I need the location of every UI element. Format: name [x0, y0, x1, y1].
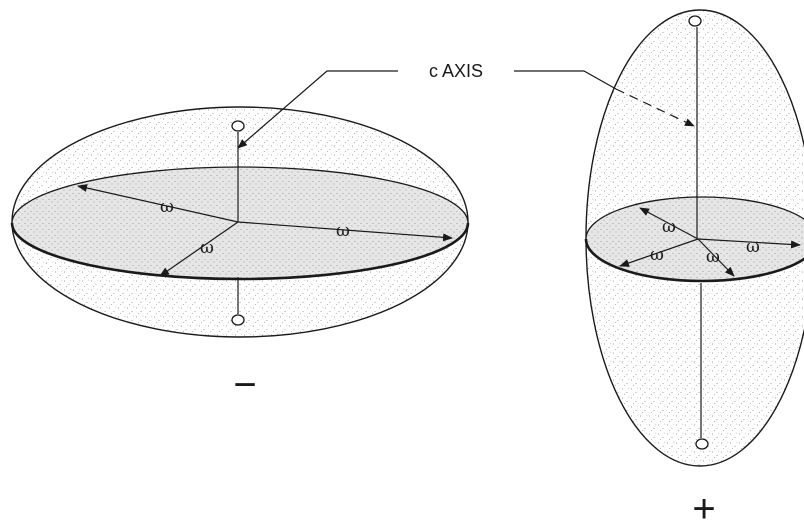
oblate-section-front-rim — [10, 222, 470, 281]
c-axis-label: c AXIS — [429, 61, 483, 81]
prolate-bottom-pole-marker — [695, 438, 709, 450]
oblate-omega-arrow-front — [159, 221, 239, 277]
prolate-omega-label-left: ω — [650, 245, 664, 265]
oblate-omega-arrow-left — [77, 184, 239, 223]
prolate-omega-arrow-right — [697, 238, 801, 249]
prolate-top-pole-marker — [688, 15, 702, 27]
oblate-omega-label-left: ω — [160, 197, 174, 217]
prolate-omega-arrow-left — [619, 238, 699, 267]
c-axis-callout: c AXIS — [237, 61, 695, 149]
oblate-sign-label: − — [233, 363, 256, 407]
oblate-indicatrix: ω ω ω − — [10, 106, 470, 407]
prolate-omega-label-front: ω — [706, 247, 720, 267]
prolate-omega-arrow-front — [697, 238, 735, 277]
oblate-omega-label-front: ω — [200, 238, 214, 258]
prolate-omega-arrow-back — [639, 207, 699, 240]
oblate-bottom-pole-marker — [231, 314, 245, 326]
prolate-omega-label-right: ω — [746, 237, 760, 257]
oblate-top-pole-marker — [231, 120, 245, 132]
c-axis-leader-right — [514, 70, 617, 90]
prolate-omega-label-back: ω — [662, 217, 676, 237]
prolate-sign-label: + — [692, 487, 715, 530]
oblate-omega-label-right: ω — [336, 221, 350, 241]
prolate-indicatrix: ω ω ω ω + — [584, 9, 804, 530]
c-axis-leader-left — [237, 70, 398, 149]
oblate-omega-arrow-right — [237, 221, 453, 242]
prolate-section-front-rim — [584, 238, 804, 283]
